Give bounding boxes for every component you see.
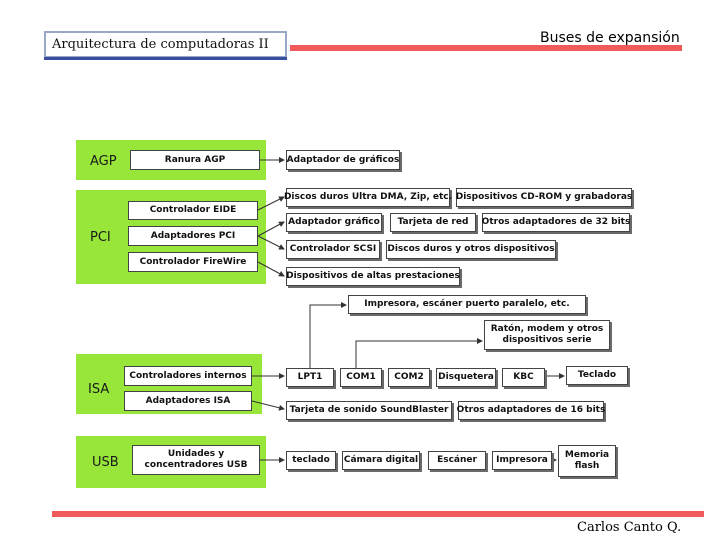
pci-label: PCI (90, 230, 111, 245)
isa-label: ISA (88, 382, 110, 397)
bottom-accent-bar (52, 511, 704, 517)
course-title: Arquitectura de computadoras II (44, 31, 287, 60)
network-card-box: Tarjeta de red (390, 213, 476, 232)
other-16bit-box: Otros adaptadores de 16 bits (457, 401, 605, 420)
internal-controllers-box: Controladores internos (124, 366, 252, 386)
eide-controller-box: Controlador EIDE (128, 201, 258, 220)
isa-keyboard-box: Teclado (566, 366, 628, 385)
floppy-box: Disquetera (436, 368, 496, 387)
soundblaster-box: Tarjeta de sonido SoundBlaster (286, 401, 452, 420)
digital-camera-box: Cámara digital (342, 451, 420, 470)
com1-box: COM1 (340, 368, 382, 387)
usb-label: USB (92, 455, 119, 470)
isa-adapters-box: Adaptadores ISA (124, 391, 252, 411)
author-credit: Carlos Canto Q. (577, 520, 682, 535)
scsi-controller-box: Controlador SCSI (286, 240, 380, 259)
ultra-dma-box: Discos duros Ultra DMA, Zip, etc. (284, 188, 452, 207)
firewire-controller-box: Controlador FireWire (128, 252, 258, 272)
agp-graphics-adapter-box: Adaptador de gráficos (286, 150, 400, 170)
cdrom-box: Dispositivos CD-ROM y grabadoras (456, 188, 632, 207)
usb-keyboard-box: teclado (286, 451, 336, 470)
pci-graphics-adapter-box: Adaptador gráfico (286, 213, 382, 232)
lpt1-box: LPT1 (286, 368, 334, 387)
usb-hubs-box: Unidades y concentradores USB (132, 445, 260, 475)
slide-title: Buses de expansión (540, 30, 680, 46)
com2-box: COM2 (388, 368, 430, 387)
agp-slot-box: Ranura AGP (130, 150, 260, 170)
flash-memory-box: Memoria flash (558, 445, 616, 477)
printer-scanner-parallel-box: Impresora, escáner puerto paralelo, etc. (348, 295, 586, 314)
hdd-other-devices-box: Discos duros y otros dispositivos (386, 240, 556, 259)
pci-adapters-box: Adaptadores PCI (128, 226, 258, 246)
agp-label: AGP (90, 154, 117, 169)
high-performance-devices-box: Dispositivos de altas prestaciones (286, 267, 460, 286)
kbc-box: KBC (502, 368, 545, 387)
usb-scanner-box: Escáner (428, 451, 486, 470)
usb-printer-box: Impresora (492, 451, 552, 470)
serial-devices-box: Ratón, modem y otros dispositivos serie (484, 320, 610, 350)
other-32bit-box: Otros adaptadores de 32 bits (482, 213, 630, 232)
top-accent-bar (290, 45, 682, 51)
